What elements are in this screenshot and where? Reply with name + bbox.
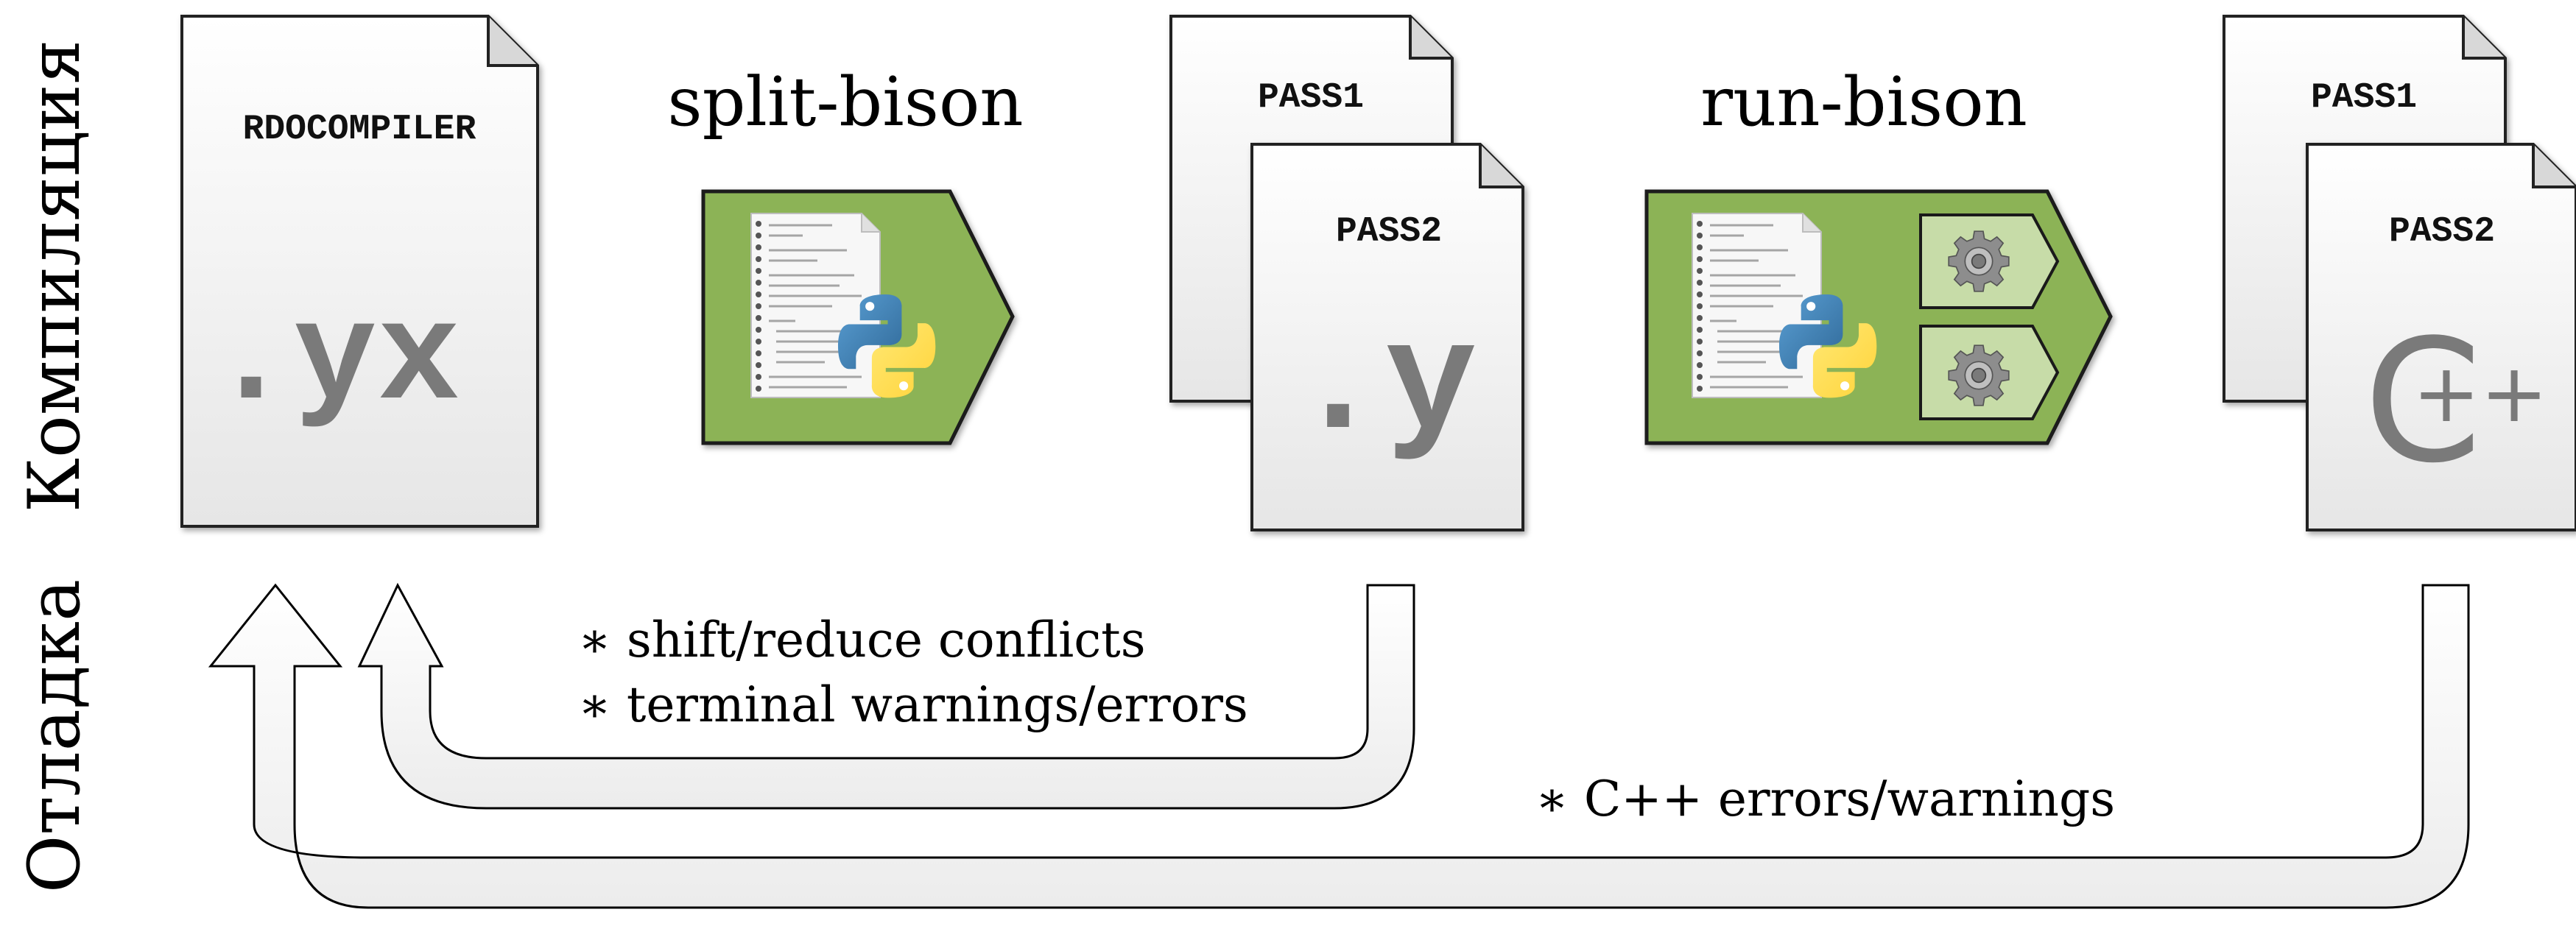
output-pass1-label: PASS1: [2311, 78, 2417, 118]
bison-feedback-arrow-body: [357, 582, 1415, 810]
run-bison-title: run-bison: [1700, 63, 2027, 141]
note-terminal-warnings: ∗ terminal warnings/errors: [578, 676, 1248, 733]
side-label-debug: Отладка: [13, 579, 96, 893]
yx-extension: .yx: [209, 282, 461, 440]
pass2-label: PASS2: [1336, 212, 1442, 252]
cpp-c-glyph: C: [2364, 304, 2482, 501]
gear-icon: [1948, 344, 2010, 406]
note-shift-reduce: ∗ shift/reduce conflicts: [578, 612, 1146, 668]
output-pass2-cpp-document: [2306, 143, 2576, 531]
note-cpp-errors: ∗ C++ errors/warnings: [1535, 771, 2115, 827]
pass2-y-document: [1250, 143, 1524, 531]
rdocompiler-label: RDOCOMPILER: [243, 110, 476, 149]
split-bison-title: split-bison: [667, 63, 1023, 141]
gear-step-2: [1919, 325, 2060, 420]
rdocompiler-document: [180, 15, 539, 528]
gear-step-1: [1919, 213, 2060, 309]
side-label-compile: Компиляция: [13, 40, 96, 513]
output-pass2-label: PASS2: [2389, 212, 2495, 252]
cpp-feedback-arrow-shape: [208, 583, 2470, 909]
pass1-label: PASS1: [1258, 78, 1364, 118]
cpp-plus-glyph: ++: [2413, 346, 2548, 440]
y-extension: .y: [1292, 299, 1477, 474]
gear-icon: [1948, 230, 2010, 292]
